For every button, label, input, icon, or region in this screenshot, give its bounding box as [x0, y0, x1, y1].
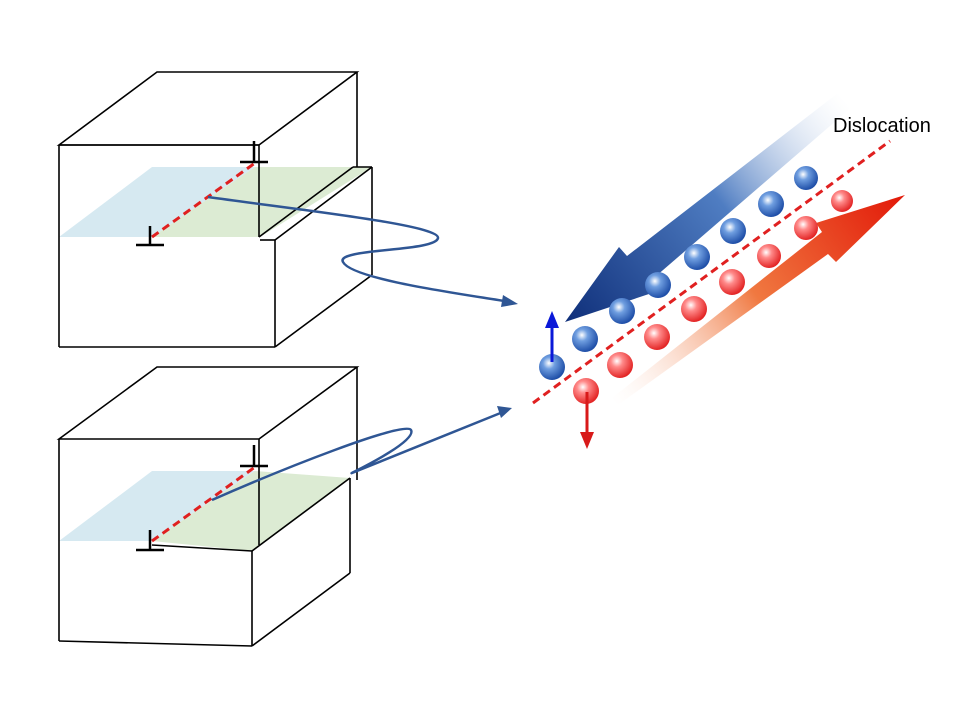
- top-connector-arrowhead: [501, 295, 518, 307]
- red-atom: [794, 216, 818, 240]
- up-arrow-icon: [545, 311, 559, 362]
- blue-atom: [645, 272, 671, 298]
- connectors: [207, 195, 518, 502]
- dislocation-line: [532, 139, 891, 405]
- bottom-connector-arrowhead: [497, 406, 512, 418]
- blue-atom: [720, 218, 746, 244]
- blue-atom: [794, 166, 818, 190]
- big-red-arrow: [612, 195, 905, 405]
- top-dislocation-line: [151, 161, 256, 239]
- big-blue-arrow: [565, 93, 852, 322]
- bottom-slip-plane-slipped: [152, 471, 350, 551]
- red-atom: [644, 324, 670, 350]
- blue-atom: [572, 326, 598, 352]
- top-crystal-block: [56, 71, 373, 348]
- edge-dislocation-symbol-icon: [240, 141, 268, 164]
- top-slip-plane-unslipped: [59, 167, 255, 237]
- blue-atom: [684, 244, 710, 270]
- top-lower-half: [58, 166, 373, 348]
- down-arrow-icon: [580, 392, 594, 449]
- blue-atom: [758, 191, 784, 217]
- edge-dislocation-symbol-icon: [136, 530, 164, 552]
- top-slip-plane-slipped: [152, 167, 372, 237]
- blue-atom: [609, 298, 635, 324]
- edge-dislocation-symbol-icon: [240, 445, 268, 468]
- bottom-slip-plane-unslipped: [59, 471, 255, 541]
- blue-atom-row: [539, 166, 818, 380]
- red-atom: [607, 352, 633, 378]
- bottom-connector-curve: [211, 410, 504, 502]
- bottom-lower-half: [58, 477, 351, 647]
- top-connector-curve: [207, 195, 511, 304]
- bottom-dislocation-line: [151, 465, 256, 543]
- red-atom: [719, 269, 745, 295]
- red-atom: [573, 378, 599, 404]
- red-atom: [831, 190, 853, 212]
- dislocation-detail: Dislocation: [532, 93, 931, 449]
- edge-dislocation-symbol-icon: [136, 226, 164, 247]
- red-atom: [681, 296, 707, 322]
- bottom-crystal-block: [56, 366, 360, 647]
- dislocation-label: Dislocation: [833, 115, 931, 137]
- top-upper-half: [56, 71, 360, 237]
- red-atom-row: [573, 190, 853, 404]
- red-atom: [757, 244, 781, 268]
- blue-atom: [539, 354, 565, 380]
- bottom-upper-half: [56, 366, 360, 545]
